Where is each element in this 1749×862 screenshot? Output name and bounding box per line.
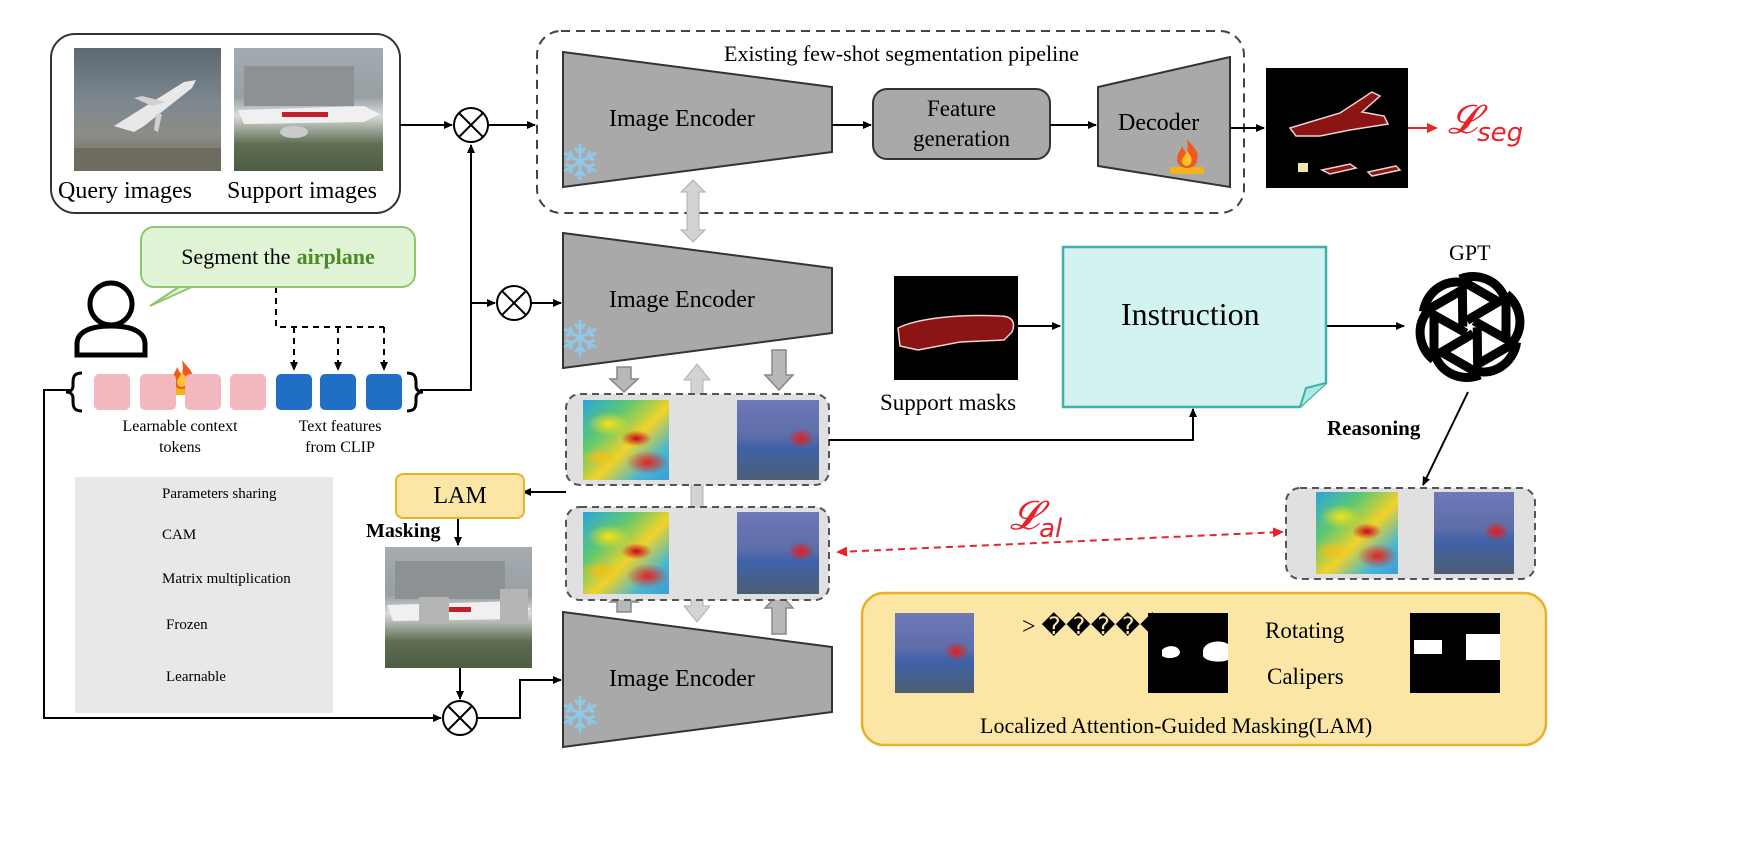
feature-generation-label: Feature generation [912,96,1011,151]
masked-support-overlay [387,561,531,623]
decoder-label: Decoder [1118,110,1200,136]
support-airplane-icon [238,66,380,138]
lam-binary-mask-blob-2 [1203,641,1228,662]
cam-heatmap-support-lower [737,512,819,594]
dashed-prompt-split [275,287,384,328]
loss-seg: 𝓛seg [1448,96,1523,148]
segmentation-output-small-box [1298,163,1308,172]
lam-module-title: Localized Attention-Guided Masking(LAM) [980,713,1373,738]
legend-label-cam: CAM [162,527,197,543]
context-token-2 [140,374,176,410]
cam-arrow-1 [608,366,640,394]
context-token-3 [185,374,221,410]
instruction-note-fold [1299,382,1327,408]
context-tokens-label: Learnable context tokens [100,416,260,458]
arrow-tokens-to-otimes-bottom [43,389,442,722]
query-images-label: Query images [58,178,192,204]
legend [75,477,333,713]
reasoning-label: Reasoning [1327,416,1421,440]
clip-tokens-label: Text features from CLIP [270,416,410,458]
prompt-prefix: Segment the [181,244,291,269]
lam-box-mask-rect-1 [1414,640,1442,654]
arrow-cam-to-instruction [829,408,1197,441]
query-airplane-icon [74,80,221,171]
lam-box: LAM [395,473,525,519]
query-image [74,48,221,171]
param-sharing-arrow-top [679,179,707,243]
lam-threshold-text: > ����� [1022,614,1165,640]
support-mask-shape [897,314,1015,351]
cam-heatmap-reasoning-query [1316,492,1398,574]
context-token-1 [94,374,130,410]
cam-heatmap-query-lower [583,512,669,594]
arrow-otimes-to-bottom-encoder [477,676,562,719]
clip-tokens-label-line-1: Text features [298,418,382,435]
top-image-encoder [562,50,833,189]
right-brace [406,371,424,413]
clip-token-1 [276,374,312,410]
masking-label: Masking [366,520,441,542]
gpt-label: GPT [1449,240,1491,265]
context-tokens-label-line-1: Learnable context [122,418,238,435]
otimes-middle [496,285,532,321]
otimes-top [453,107,489,143]
instruction-label: Instruction [1121,296,1260,332]
masked-support-image [385,547,532,668]
pipeline-group-title: Existing few-shot segmentation pipeline [724,41,1079,66]
lam-box-mask-rect-2 [1466,634,1500,660]
legend-label-frozen: Frozen [166,617,208,633]
context-token-4 [230,374,266,410]
bottom-encoder-label: Image Encoder [609,666,755,692]
segmentation-output-mask [1288,91,1402,177]
support-masks-label: Support masks [880,390,1017,415]
cam-heatmap-query-upper [583,400,669,480]
loss-al-subscript: al [1039,514,1063,544]
lam-rotating-label: Rotating [1265,618,1345,643]
context-tokens-label-line-2: tokens [159,439,201,456]
loss-al: 𝓛al [1010,492,1062,544]
lam-input-cam [895,613,974,693]
clip-tokens-label-line-2: from CLIP [305,439,375,456]
middle-encoder-label: Image Encoder [609,287,755,313]
loss-al-symbol: 𝓛 [1010,493,1040,538]
legend-label-learnable: Learnable [166,669,226,685]
support-image [234,48,383,171]
loss-seg-symbol: 𝓛 [1448,97,1478,142]
otimes-bottom [442,700,478,736]
middle-image-encoder [562,231,833,370]
cam-heatmap-reasoning-support [1434,492,1514,574]
lam-calipers-label: Calipers [1267,664,1344,689]
cam-arrow-2 [763,349,795,392]
prompt-keyword: airplane [296,244,375,269]
cam-arrows [608,349,795,635]
clip-token-3 [366,374,402,410]
support-images-label: Support images [227,178,377,204]
left-brace [65,371,83,413]
arrow-gpt-to-reasoning [1422,391,1469,486]
loss-al-dashed-arrow [836,527,1284,557]
param-sharing-arrow-long [682,363,712,623]
arrow-tokens-up [420,144,475,391]
gpt-logo-icon [1408,271,1531,384]
lam-binary-mask-blob-1 [1162,646,1180,659]
cam-heatmap-support-upper [737,400,819,480]
loss-seg-subscript: seg [1477,118,1524,148]
top-encoder-label: Image Encoder [609,106,755,132]
bottom-image-encoder [562,610,833,749]
legend-label-matrix-multiplication: Matrix multiplication [162,571,291,587]
legend-label-parameters-sharing: Parameters sharing [162,486,277,502]
user-icon [74,280,148,358]
clip-token-2 [320,374,356,410]
